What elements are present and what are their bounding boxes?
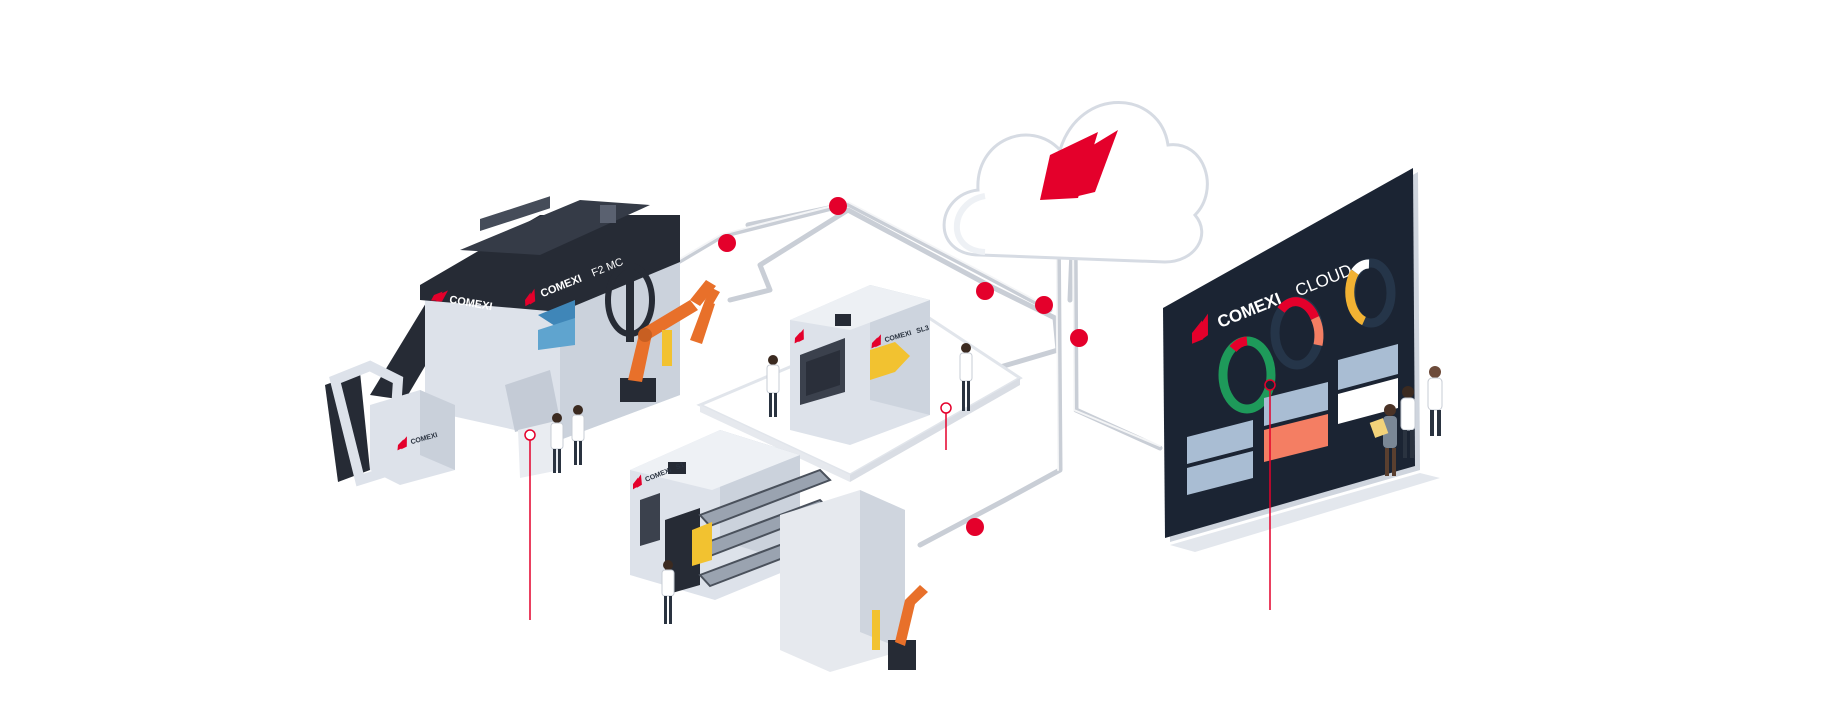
network-node-icon <box>1035 296 1053 314</box>
operator-icon <box>766 355 780 417</box>
comexi-logo-icon <box>633 474 642 490</box>
comexi-logo-icon <box>397 436 407 451</box>
robot-arm-icon <box>690 288 720 344</box>
s1-model: S1 <box>675 462 686 472</box>
network-node-icon <box>829 197 847 215</box>
robot-arm-icon <box>872 585 928 670</box>
donut-chart-icon <box>1270 296 1324 370</box>
comexi-logo-icon <box>1192 313 1208 344</box>
dashboard-screen: COMEXI CLOUD <box>1163 168 1440 610</box>
operator-group-dashboard <box>1369 366 1443 476</box>
donut-chart-icon <box>1218 336 1276 414</box>
comexi-logo-icon <box>1040 130 1118 200</box>
operator-icon <box>550 413 564 473</box>
operator-icon <box>661 560 675 624</box>
comexi-logo-icon <box>430 290 449 302</box>
network-node-icon <box>966 518 984 536</box>
machine-s1: COMEXI S1 <box>630 430 905 672</box>
machine-f2mc: COMEXI F2 MC COMEXI <box>370 196 680 620</box>
machine-sl3: COMEXI SL3 <box>696 285 1023 482</box>
network-nodes <box>718 197 1088 536</box>
comexi-logo-icon <box>794 328 804 344</box>
sl3-front-label <box>794 328 804 344</box>
dashboard-panels <box>1187 344 1398 495</box>
donut-chart-icon <box>1345 258 1396 328</box>
comexi-logo-icon <box>525 288 536 307</box>
machine-unwinder: COMEXI <box>325 360 455 487</box>
operator-icon <box>1369 404 1397 476</box>
network-node-icon <box>976 282 994 300</box>
comexi-logo-icon <box>871 334 881 349</box>
network-node-icon <box>1070 329 1088 347</box>
network-node-icon <box>718 234 736 252</box>
operator-icon <box>1427 366 1443 436</box>
cloud-icon <box>942 101 1209 264</box>
operator-icon <box>1400 386 1416 458</box>
operator-icon <box>571 405 585 465</box>
robot-arm-icon <box>620 280 716 402</box>
operator-icon <box>959 343 973 411</box>
sl3-model: SL3 <box>916 325 930 335</box>
